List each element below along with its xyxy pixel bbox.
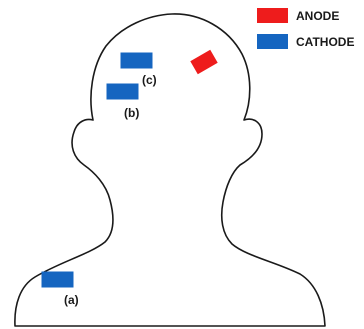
legend-label-cathode: CATHODE (296, 35, 354, 49)
legend-swatch-cathode (257, 34, 288, 49)
cathode-electrode-a (42, 272, 73, 287)
cathode-electrode-c (121, 53, 152, 68)
legend: ANODE CATHODE (257, 8, 354, 49)
electrode-label-a: (a) (64, 293, 79, 307)
legend-label-anode: ANODE (296, 9, 339, 23)
electrode-label-b: (b) (124, 106, 139, 120)
anode-electrode (191, 50, 217, 73)
electrode-label-c: (c) (142, 73, 157, 87)
legend-swatch-anode (257, 8, 288, 23)
cathode-electrode-b (107, 84, 138, 99)
